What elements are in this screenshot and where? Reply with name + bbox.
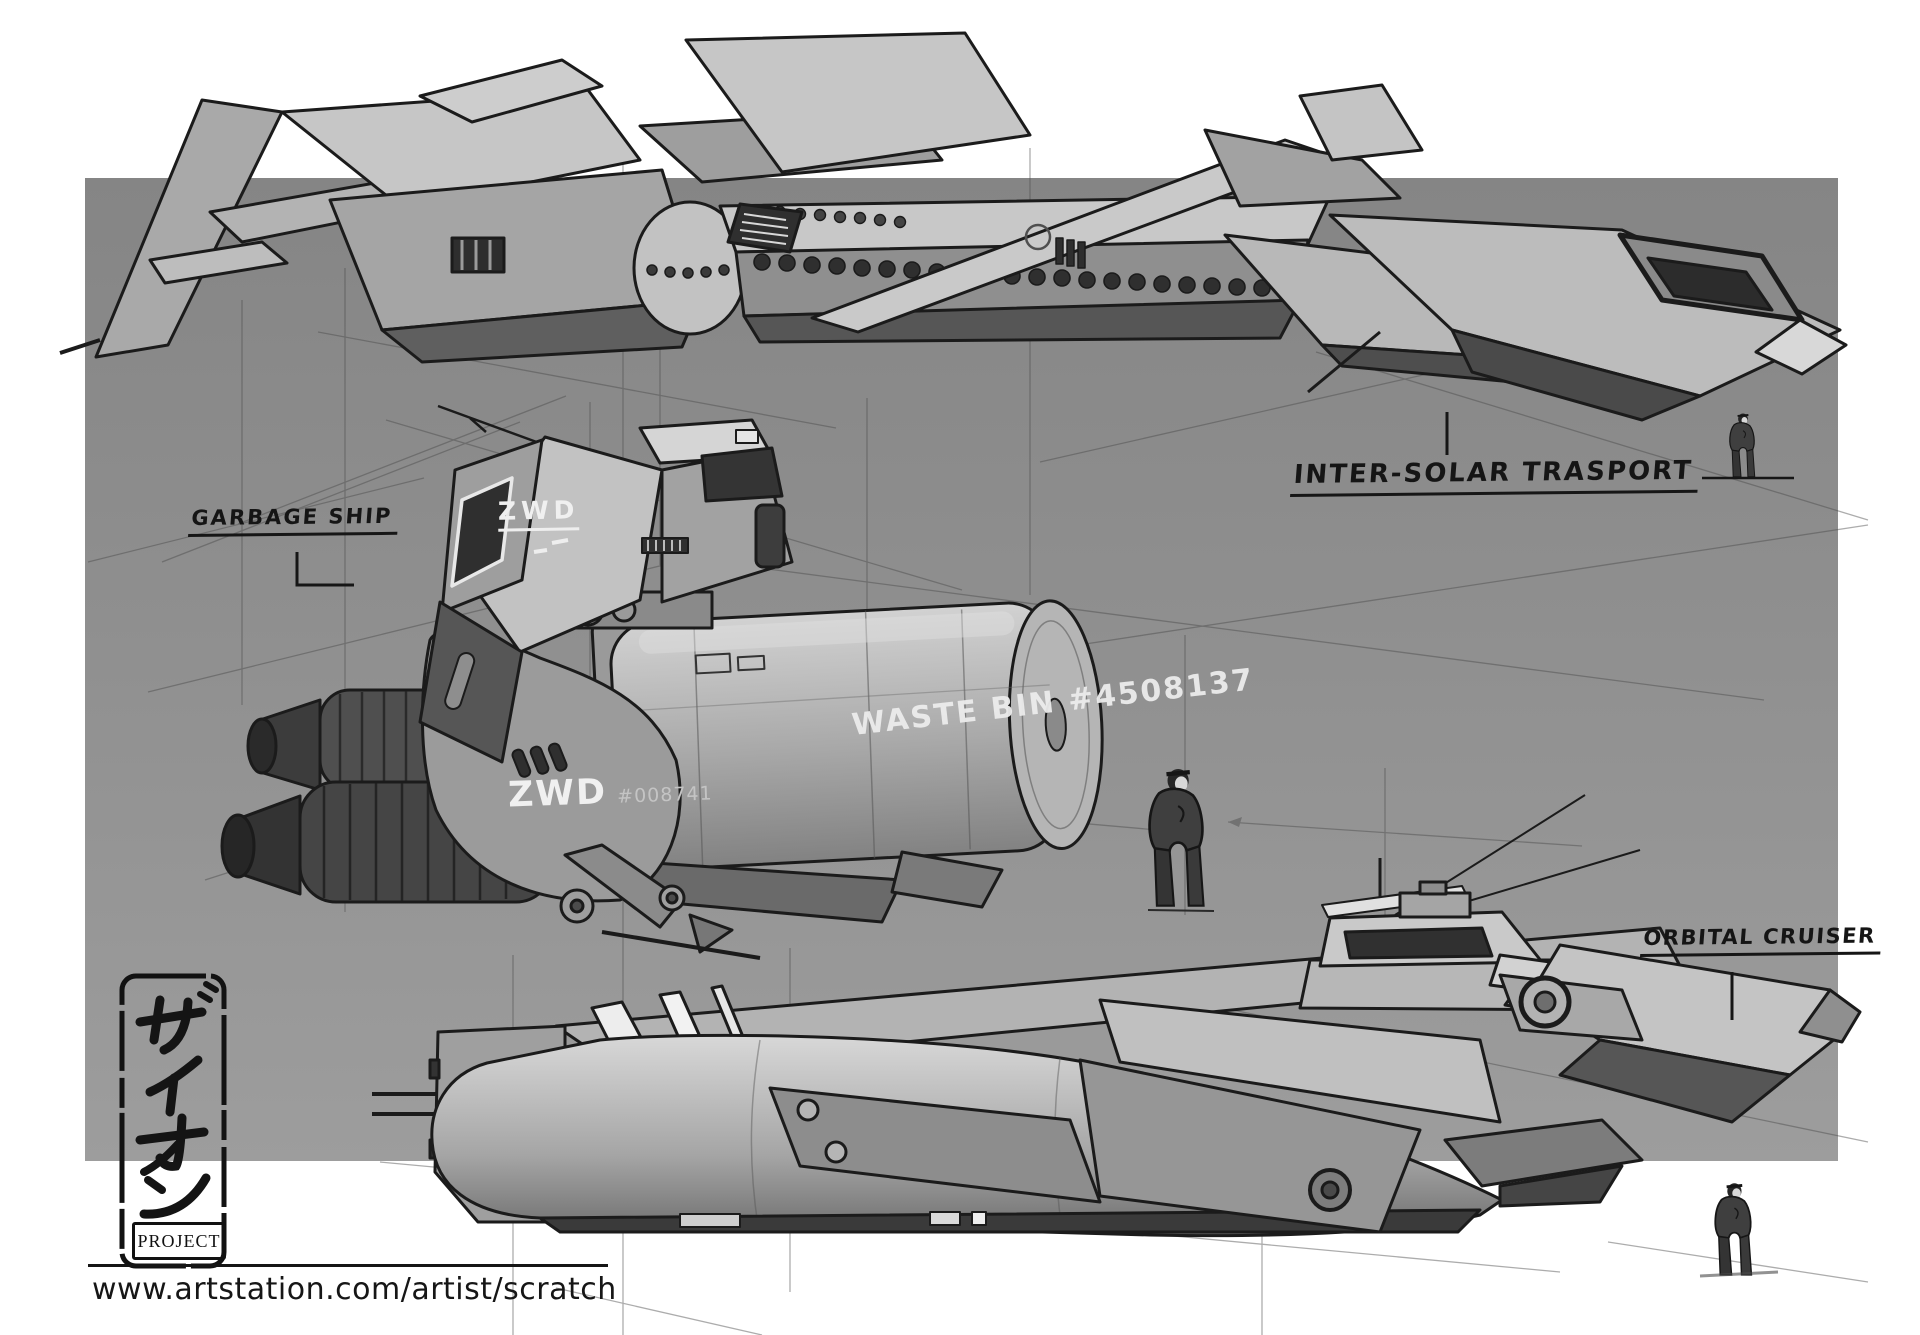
annotation-leader-lines xyxy=(295,412,1734,1020)
logo-katakana-text: ザイオン xyxy=(118,972,119,973)
marking-cockpit-zwd: ZWD xyxy=(497,495,580,532)
scale-figures xyxy=(1148,412,1794,1278)
label-orbital-cruiser: ORBITAL CRUISER xyxy=(1640,923,1883,957)
artstation-url: www.artstation.com/artist/scratch xyxy=(92,1272,617,1307)
marking-hull-zwd: ZWD #008741 xyxy=(507,768,713,815)
marking-hull-zwd-text: ZWD xyxy=(507,772,608,816)
ship-inter-solar-transport xyxy=(59,31,1848,422)
scale-figure-middle xyxy=(1150,769,1204,906)
marking-hull-serial: #008741 xyxy=(616,782,713,808)
katakana-brush-strokes xyxy=(135,981,219,1219)
label-garbage-ship: GARBAGE SHIP xyxy=(188,503,400,537)
project-logo-subtitle: PROJECT xyxy=(137,1230,221,1251)
ship-garbage xyxy=(220,404,1104,960)
project-logo-subtitle-box: PROJECT xyxy=(132,1222,226,1260)
ship-orbital-cruiser xyxy=(372,794,1862,1238)
footer-divider-line xyxy=(88,1264,608,1267)
label-inter-solar-transport: INTER-SOLAR TRASPORT xyxy=(1290,455,1700,497)
scale-figure-top xyxy=(1728,412,1756,478)
